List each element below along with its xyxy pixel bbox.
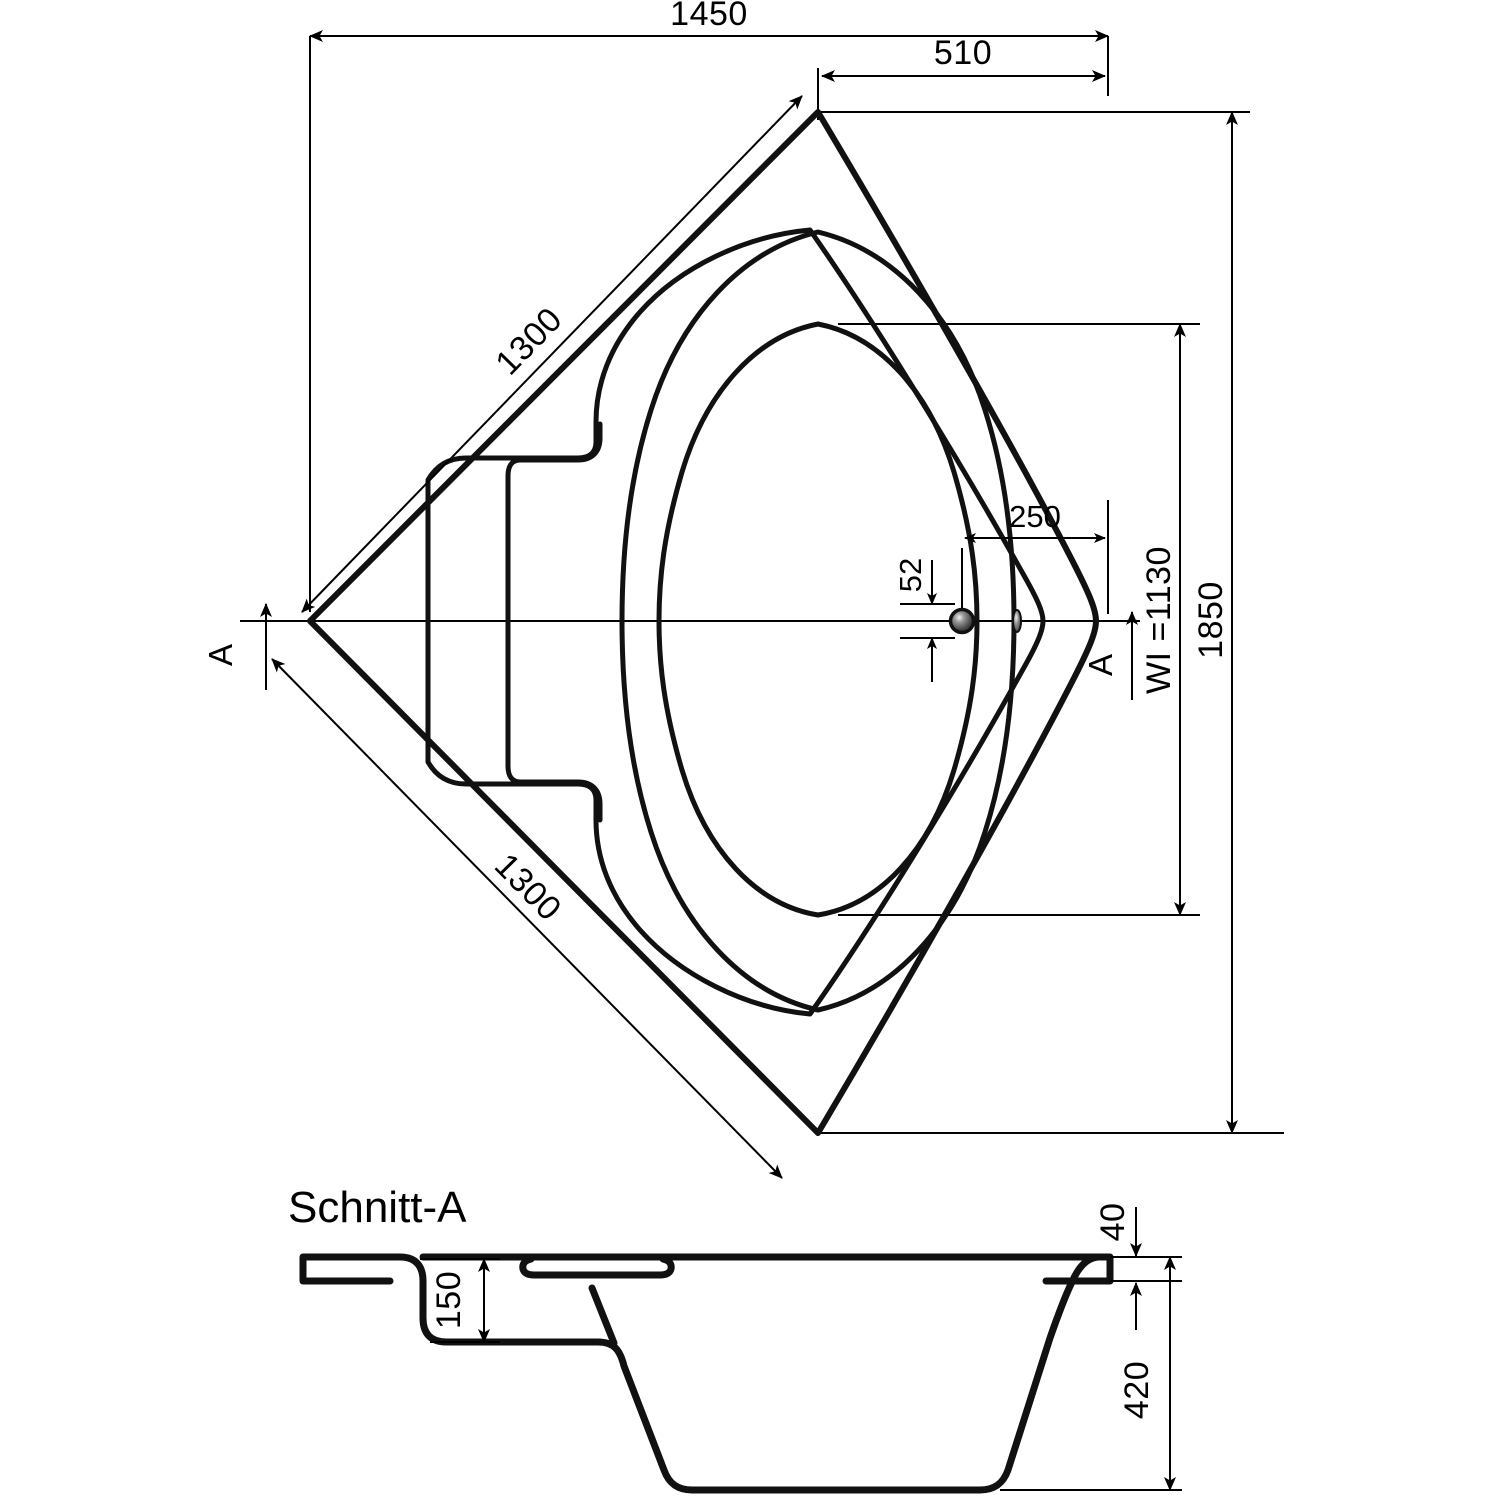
dimension-seat-height: 150 — [430, 1258, 490, 1343]
drain-outlet — [948, 607, 976, 635]
dimension-label-1300-lower: 1300 — [487, 846, 569, 928]
dimension-drain-offset-x: 250 — [964, 499, 1106, 543]
section-marker-right-label: A — [1082, 654, 1119, 676]
dimension-label-40: 40 — [1094, 1203, 1132, 1242]
dimension-total-height: 420 — [1118, 1256, 1176, 1491]
overflow-outlet — [1012, 609, 1022, 633]
section-marker-left-label: A — [202, 644, 239, 666]
dimension-overall-depth: 1850 — [1192, 111, 1238, 1134]
dimension-label-150: 150 — [430, 1271, 468, 1329]
dimension-side-upper-left: 1300 — [301, 95, 803, 613]
section-profile — [299, 1253, 1114, 1494]
dimension-side-lower-left: 1300 — [271, 658, 783, 1179]
section-marker-left: A — [202, 603, 272, 690]
dimension-drain-offset-y: 52 — [893, 558, 937, 682]
dimension-label-510: 510 — [934, 34, 992, 72]
dimension-apex-offset: 510 — [821, 34, 1106, 82]
dimension-label-52: 52 — [893, 558, 928, 592]
dimension-inner-width: WI =1130 — [1140, 323, 1186, 916]
plan-view: 1450 510 1300 1300 — [202, 0, 1284, 1179]
dimension-label-250: 250 — [1009, 499, 1061, 534]
section-headrest-notch — [519, 1255, 675, 1279]
section-marker-right: A — [1082, 611, 1138, 700]
dimension-label-wi-1130: WI =1130 — [1140, 546, 1178, 694]
section-view: Schnitt-A 150 40 — [288, 1183, 1182, 1494]
section-tick-mark — [588, 1284, 618, 1347]
dimension-rim-height: 40 — [1094, 1203, 1142, 1330]
plan-extension-lines — [240, 36, 1284, 1134]
dimension-overall-width: 1450 — [309, 0, 1109, 42]
dimension-label-420: 420 — [1118, 1361, 1156, 1419]
tub-bowl-inner — [656, 321, 980, 918]
dimension-label-1850: 1850 — [1192, 581, 1230, 659]
section-view-title: Schnitt-A — [288, 1183, 467, 1232]
dimension-label-1450: 1450 — [670, 0, 748, 33]
